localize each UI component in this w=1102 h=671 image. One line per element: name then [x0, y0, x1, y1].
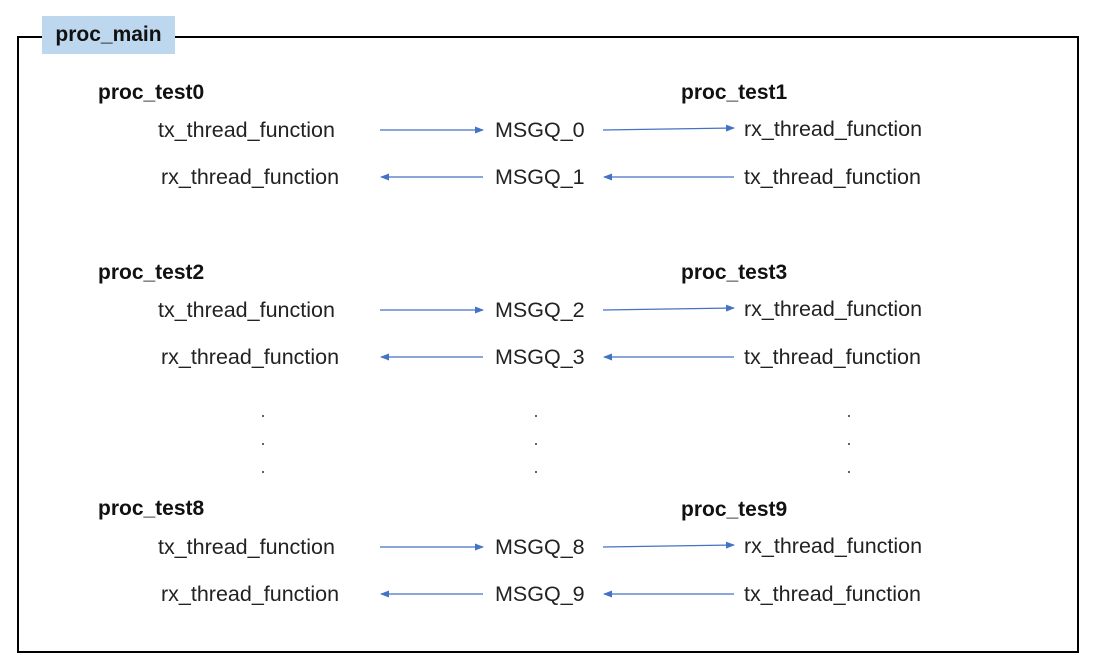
proc-test0-title: proc_test0 — [98, 81, 205, 104]
proc-test9-rx-function: rx_thread_function — [744, 534, 923, 558]
proc-test0-tx-function: tx_thread_function — [158, 118, 335, 142]
proc-test1-title: proc_test1 — [681, 81, 788, 104]
proc-test3-tx-function: tx_thread_function — [744, 345, 921, 369]
ellipsis-dot — [262, 415, 264, 417]
proc-main-title: proc_main — [42, 16, 175, 54]
arrow-msgq0-to-rx1 — [602, 124, 735, 132]
msgq-8-label: MSGQ_8 — [495, 535, 585, 559]
proc-main-frame — [17, 36, 1079, 653]
msgq-1-label: MSGQ_1 — [495, 165, 585, 189]
ellipsis-dot — [848, 415, 850, 417]
proc-test2-tx-function: tx_thread_function — [158, 298, 335, 322]
proc-test9-title: proc_test9 — [681, 498, 788, 521]
proc-test9-tx-function: tx_thread_function — [744, 582, 921, 606]
msgq-0-label: MSGQ_0 — [495, 118, 585, 142]
arrow-msgq8-to-rx9 — [602, 541, 735, 549]
ellipsis-dot — [848, 471, 850, 473]
proc-test1-rx-function: rx_thread_function — [744, 117, 923, 141]
ellipsis-dot — [535, 443, 537, 445]
proc-test2-title: proc_test2 — [98, 261, 205, 284]
proc-test3-title: proc_test3 — [681, 261, 788, 284]
ellipsis-dot — [262, 471, 264, 473]
proc-test3-rx-function: rx_thread_function — [744, 297, 923, 321]
proc-test1-tx-function: tx_thread_function — [744, 165, 921, 189]
ellipsis-dot — [535, 471, 537, 473]
arrow-msgq2-to-rx3 — [602, 304, 735, 312]
ellipsis-dot — [262, 443, 264, 445]
ellipsis-dot — [848, 443, 850, 445]
proc-test8-title: proc_test8 — [98, 497, 205, 520]
proc-test8-rx-function: rx_thread_function — [161, 582, 340, 606]
msgq-2-label: MSGQ_2 — [495, 298, 585, 322]
msgq-3-label: MSGQ_3 — [495, 345, 585, 369]
proc-test0-rx-function: rx_thread_function — [161, 165, 340, 189]
ellipsis-dot — [535, 415, 537, 417]
proc-test8-tx-function: tx_thread_function — [158, 535, 335, 559]
proc-test2-rx-function: rx_thread_function — [161, 345, 340, 369]
msgq-9-label: MSGQ_9 — [495, 582, 585, 606]
